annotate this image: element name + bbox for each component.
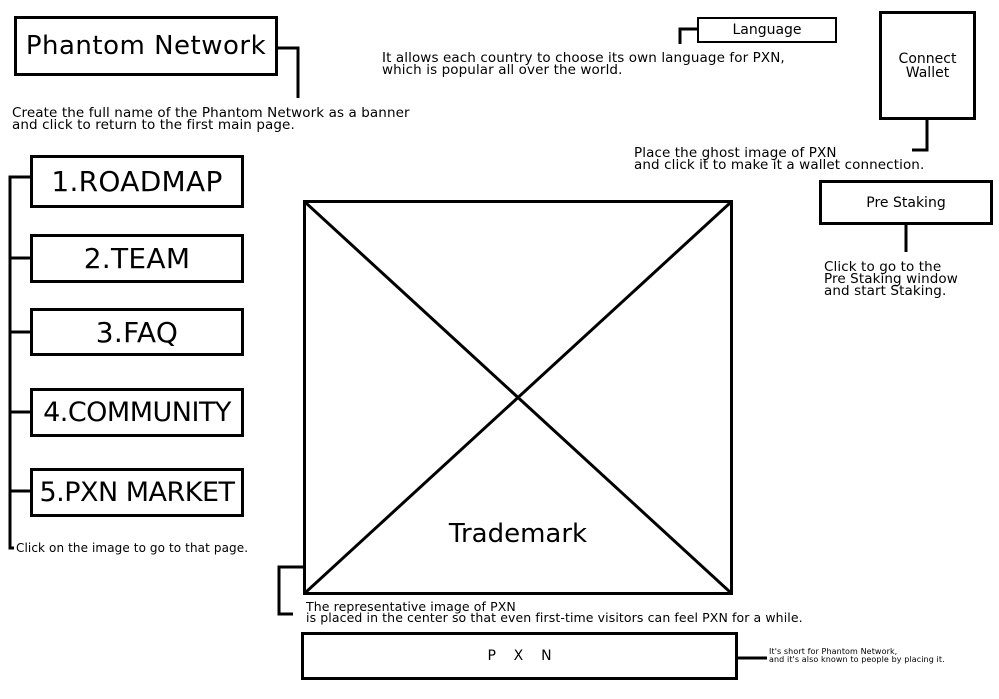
nav-item-roadmap[interactable]: 1.ROADMAP	[30, 155, 244, 208]
trademark-label: Trademark	[448, 519, 588, 549]
footer-pxn-box[interactable]: P X N	[301, 632, 738, 680]
nav-note: Click on the image to go to that page.	[16, 541, 249, 555]
banner-note: Create the full name of the Phantom Netw…	[12, 105, 410, 133]
connect-wallet-button[interactable]: Connect Wallet	[879, 11, 976, 120]
pre-staking-note: Click to go to the Pre Staking window an…	[824, 259, 958, 299]
nav-item-community[interactable]: 4.COMMUNITY	[30, 388, 244, 437]
nav-item-label: 5.PXN MARKET	[39, 477, 235, 508]
connect-wallet-label: Connect Wallet	[898, 50, 957, 81]
connect-wallet-note: Place the ghost image of PXN and click i…	[634, 145, 925, 173]
language-note: It allows each country to choose its own…	[382, 50, 785, 78]
nav-item-faq[interactable]: 3.FAQ	[30, 308, 244, 356]
nav-item-team[interactable]: 2.TEAM	[30, 234, 244, 283]
language-label: Language	[732, 22, 802, 38]
banner-title: Phantom Network	[25, 31, 267, 61]
footer-note: It's short for Phantom Network, and it's…	[769, 647, 945, 664]
nav-item-label: 1.ROADMAP	[51, 165, 223, 198]
trademark-note: The representative image of PXN is place…	[306, 599, 803, 625]
language-button[interactable]: Language	[697, 17, 837, 43]
placeholder-cross	[306, 203, 730, 592]
banner-title-box[interactable]: Phantom Network	[14, 16, 278, 76]
trademark-image-placeholder[interactable]: Trademark	[303, 200, 733, 595]
nav-item-label: 3.FAQ	[95, 315, 179, 349]
nav-item-label: 2.TEAM	[83, 242, 191, 275]
pre-staking-button[interactable]: Pre Staking	[819, 180, 993, 225]
footer-label: P X N	[487, 648, 552, 664]
pre-staking-label: Pre Staking	[866, 194, 946, 211]
nav-item-pxn-market[interactable]: 5.PXN MARKET	[30, 468, 244, 517]
nav-item-label: 4.COMMUNITY	[43, 397, 231, 428]
